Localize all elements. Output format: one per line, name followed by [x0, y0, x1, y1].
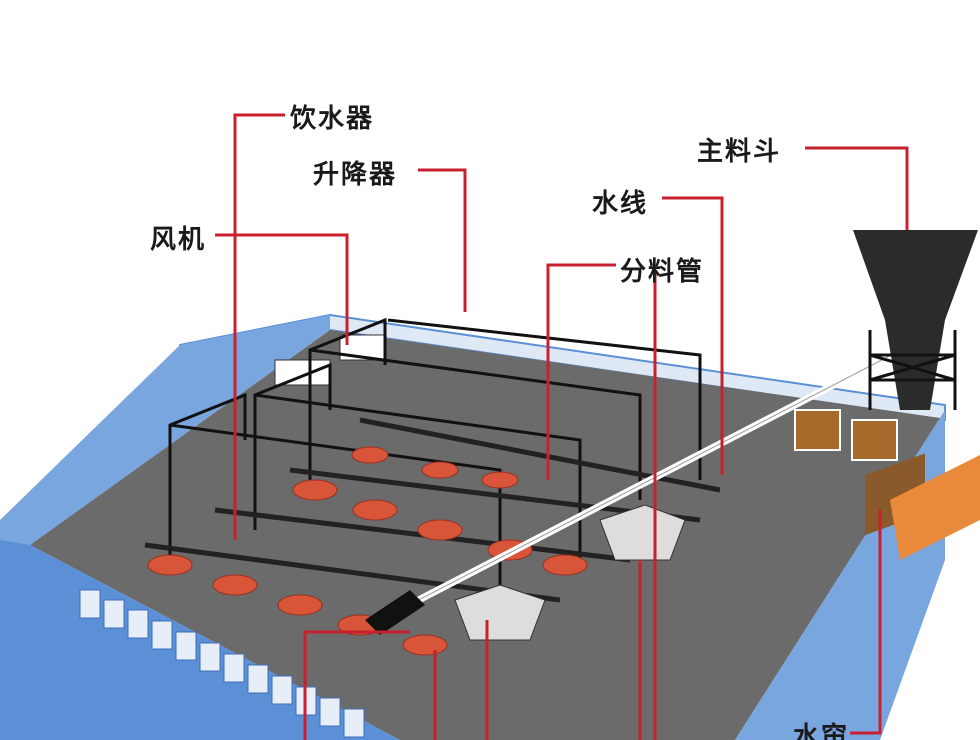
label-fan: 风机: [150, 225, 207, 255]
back-window: [851, 419, 898, 461]
label-water-curtain: 水帘: [793, 722, 850, 740]
label-main-hopper: 主料斗: [697, 137, 782, 167]
leader-feed-pipe: [546, 263, 616, 480]
label-lifter: 升降器: [313, 160, 398, 190]
feed-motor: [365, 590, 425, 635]
leader-main-hopper: [805, 146, 909, 230]
label-feed-pipe: 分料管: [620, 257, 705, 287]
feed-box: [599, 504, 686, 561]
leader-water-line: [662, 196, 724, 475]
back-window: [794, 409, 841, 451]
leader-bottom-1: [303, 630, 410, 740]
left-wall: [0, 315, 330, 560]
leader-water-curtain: [850, 510, 882, 735]
floor: [30, 330, 940, 740]
water-curtain-outside: [890, 455, 980, 560]
leader-fan: [215, 233, 349, 345]
leader-lines: [215, 113, 909, 740]
leader-lifter: [418, 168, 467, 312]
leader-drinker: [233, 113, 285, 540]
main-hopper: [853, 230, 978, 410]
right-wall: [735, 410, 945, 740]
label-drinker: 饮水器: [290, 104, 375, 134]
feed-box: [454, 584, 546, 641]
front-windows: [79, 589, 365, 738]
fan-icon: [274, 334, 386, 386]
label-water-line: 水线: [592, 189, 649, 219]
